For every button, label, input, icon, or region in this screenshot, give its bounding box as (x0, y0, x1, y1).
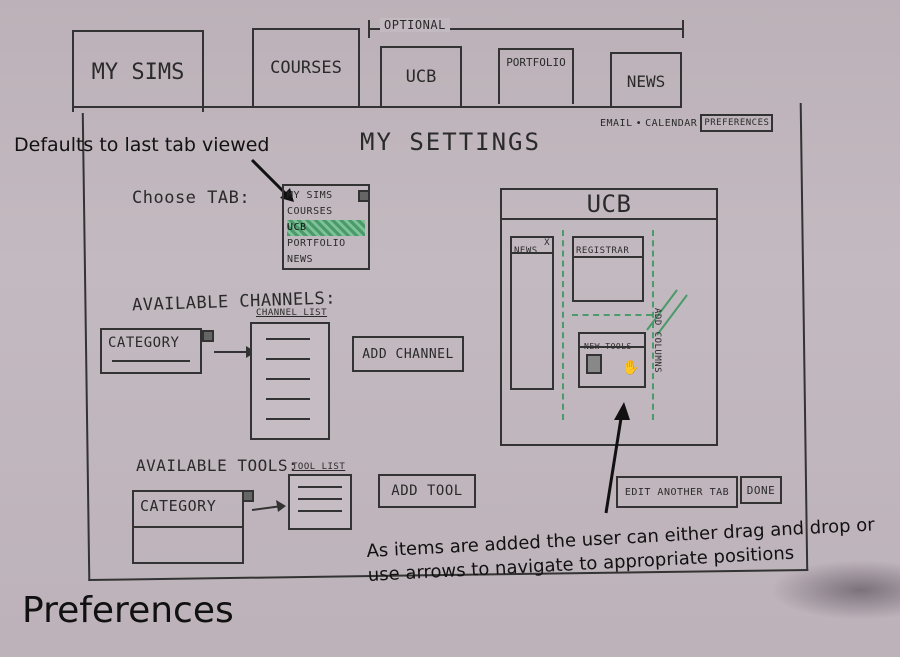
scroll-arrow-icon[interactable] (358, 190, 370, 202)
tab-label: Courses (270, 58, 342, 78)
close-icon[interactable]: x (544, 238, 550, 248)
tab-ucb[interactable]: UCB (380, 46, 462, 106)
calendar-link[interactable]: CALENDAR (645, 117, 698, 129)
tool-icon[interactable] (586, 354, 602, 374)
registrar-box[interactable]: REGISTRAR (572, 236, 644, 302)
channel-category-label: CATEGORY (108, 335, 180, 351)
preview-title: UCB (586, 190, 632, 218)
listbox-option[interactable]: MY SIMS (287, 190, 333, 201)
done-button[interactable]: DONE (740, 476, 782, 504)
email-link[interactable]: EMAIL (600, 117, 633, 129)
tab-bar-line (72, 106, 682, 108)
news-box[interactable]: NEWS x (510, 236, 554, 390)
optional-bracket: OPTIONAL (368, 18, 684, 42)
registrar-box-label: REGISTRAR (576, 246, 630, 256)
listbox-option[interactable]: PORTFOLIO (287, 238, 346, 249)
tab-portfolio[interactable]: Portfolio (498, 48, 574, 104)
arrow-right-icon (251, 500, 286, 512)
tool-category-label: CATEGORY (140, 497, 217, 515)
channel-list-box[interactable] (250, 322, 330, 440)
edit-another-tab-button[interactable]: EDIT ANOTHER TAB (616, 476, 738, 508)
tab-label: News (626, 71, 666, 91)
channel-category-select[interactable]: CATEGORY (100, 328, 202, 374)
add-tool-button[interactable]: ADD TOOL (378, 474, 476, 508)
drag-guide (572, 314, 652, 316)
news-box-label: NEWS (514, 246, 538, 256)
listbox-option-selected[interactable]: UCB (287, 220, 365, 236)
preferences-link[interactable]: PREFERENCES (700, 114, 774, 132)
tools-heading: AVAILABLE TOOLS: (136, 456, 299, 475)
tab-my-sims[interactable]: My Sims (72, 30, 204, 112)
drag-guide (652, 230, 654, 420)
tab-label: UCB (405, 67, 437, 87)
channel-category-dropdown-icon[interactable] (202, 330, 214, 342)
tool-list-label: TOOL LIST (292, 462, 346, 472)
tab-news[interactable]: News (610, 52, 682, 108)
listbox-option[interactable]: NEWS (287, 254, 314, 265)
add-channel-button[interactable]: ADD CHANNEL (352, 336, 464, 372)
annotation-default-tab: Defaults to last tab viewed (14, 134, 270, 156)
new-tools-box[interactable]: NEW TOOLS ✋ (578, 332, 646, 388)
link-separator: • (635, 117, 643, 129)
page-title: MY SETTINGS (360, 128, 541, 156)
ucb-preview-frame: UCB NEWS x REGISTRAR NEW TOOLS ✋ ADD COL… (500, 188, 718, 446)
annotation-arrow (604, 402, 630, 514)
tab-label: Portfolio (506, 56, 566, 69)
optional-label: OPTIONAL (380, 18, 450, 32)
tool-category-dropdown-icon[interactable] (242, 490, 254, 502)
eraser-smudge (770, 560, 900, 620)
listbox-option[interactable]: COURSES (287, 206, 333, 217)
top-links: EMAIL • CALENDAR PREFERENCES (600, 114, 774, 132)
drag-arrows (646, 289, 688, 336)
tool-category-select[interactable]: CATEGORY (132, 490, 244, 564)
tab-label: My Sims (91, 59, 185, 85)
drag-guide (562, 230, 564, 420)
channel-list-label: CHANNEL LIST (256, 308, 328, 318)
choose-tab-listbox[interactable]: MY SIMS COURSES UCB PORTFOLIO NEWS (282, 184, 370, 270)
page-label: Preferences (22, 590, 234, 631)
add-columns-label: ADD COLUMNS (652, 308, 662, 374)
hand-cursor-icon: ✋ (622, 360, 640, 376)
tool-list-box[interactable] (288, 474, 352, 530)
choose-tab-label: Choose TAB: (132, 188, 251, 208)
tab-courses[interactable]: Courses (252, 28, 360, 106)
